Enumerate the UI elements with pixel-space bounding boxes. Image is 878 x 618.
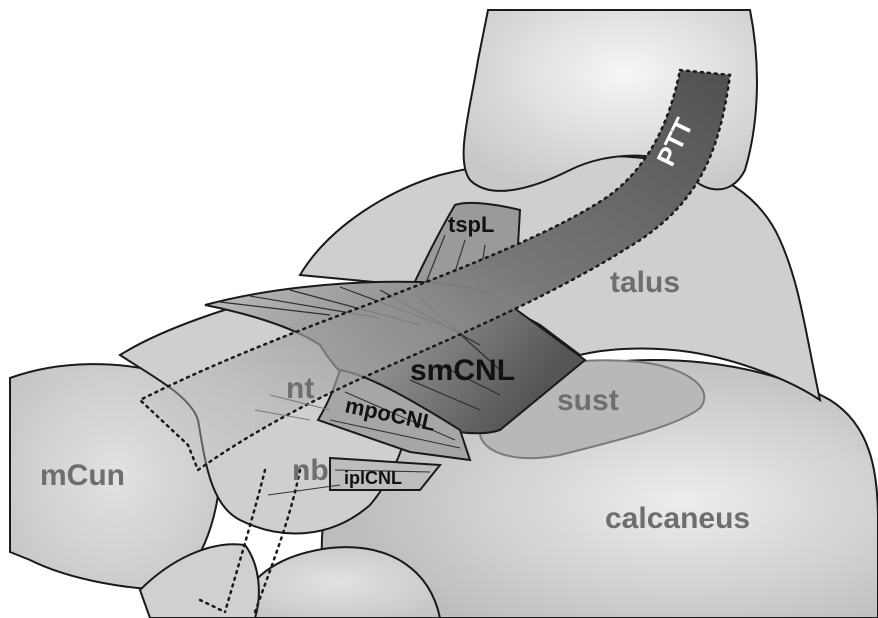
label-tspl: tspL [448, 212, 494, 237]
label-nt: nt [286, 372, 314, 405]
label-iplcnl: iplCNL [344, 468, 402, 488]
label-smcnl: smCNL [410, 354, 515, 387]
label-mcun: mCun [40, 459, 125, 492]
label-nb: nb [292, 454, 329, 487]
label-talus: talus [610, 266, 680, 299]
label-calcaneus: calcaneus [605, 502, 750, 535]
label-sust: sust [557, 384, 619, 417]
